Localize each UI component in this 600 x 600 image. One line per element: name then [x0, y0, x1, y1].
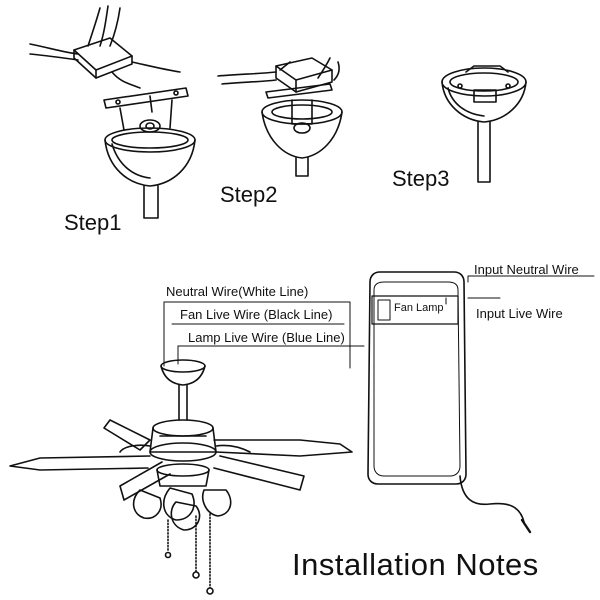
- neutral-wire-label: Neutral Wire(White Line): [166, 284, 309, 299]
- module-fan-lamp-label: Fan Lamp: [394, 302, 444, 314]
- step3-label: Step3: [392, 166, 450, 191]
- lamp-live-wire-label: Lamp Live Wire (Blue Line): [188, 330, 345, 345]
- installation-notes-title: Installation Notes: [292, 547, 539, 582]
- receiver-module: [367, 271, 532, 534]
- step1-label: Step1: [64, 210, 122, 235]
- fan-live-wire-label: Fan Live Wire (Black Line): [180, 307, 333, 322]
- step1-illustration: [29, 5, 196, 219]
- step2-label: Step2: [220, 182, 278, 207]
- ceiling-fan-illustration: [9, 359, 353, 595]
- step2-illustration: [217, 57, 343, 177]
- input-live-wire-label: Input Live Wire: [476, 306, 563, 321]
- input-neutral-wire-label: Input Neutral Wire: [474, 262, 579, 277]
- step3-illustration: [441, 65, 527, 183]
- leader-lines: [163, 275, 595, 369]
